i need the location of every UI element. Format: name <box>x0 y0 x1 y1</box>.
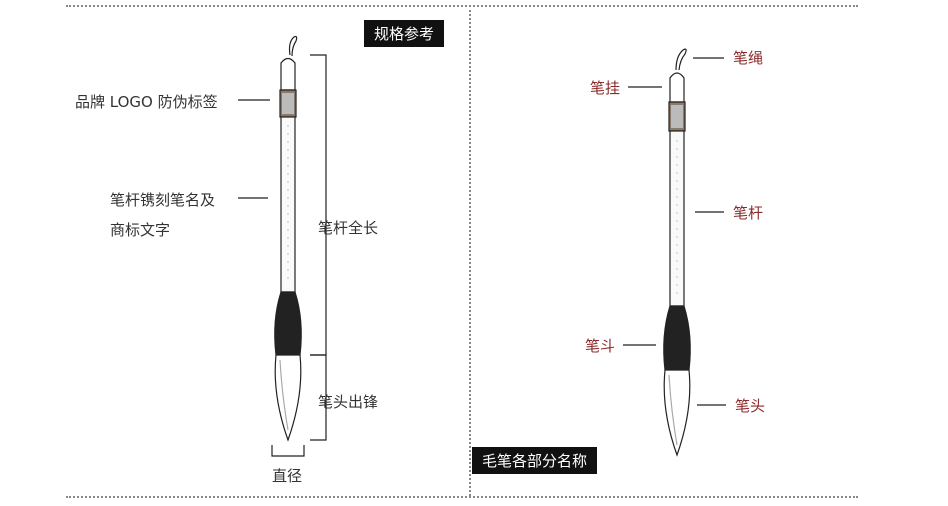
engraving-label-line1: 笔杆镌刻笔名及 <box>110 191 216 209</box>
shaft-label: 笔杆 <box>733 204 764 222</box>
bottom-dotted-border <box>66 496 858 498</box>
top-dotted-border <box>66 5 858 7</box>
center-dotted-divider <box>469 5 471 496</box>
rope-label: 笔绳 <box>733 49 764 67</box>
brush-parts-badge: 毛笔各部分名称 <box>472 447 598 474</box>
hanger-label: 笔挂 <box>590 79 621 97</box>
engraving-label-line2: 商标文字 <box>110 221 171 239</box>
left-brush-illustration <box>274 35 302 442</box>
left-dimension-lines <box>238 54 327 457</box>
ferrule-label: 笔斗 <box>585 337 616 355</box>
head-label: 笔头 <box>735 397 766 415</box>
brand-logo-label: 品牌 LOGO 防伪标签 <box>75 93 218 111</box>
right-brush-illustration <box>663 48 691 457</box>
spec-reference-badge: 规格参考 <box>364 20 445 47</box>
diameter-label: 直径 <box>272 467 303 485</box>
right-leader-lines <box>623 57 726 406</box>
tip-length-label: 笔头出锋 <box>318 393 379 411</box>
shaft-length-label: 笔杆全长 <box>318 219 379 237</box>
